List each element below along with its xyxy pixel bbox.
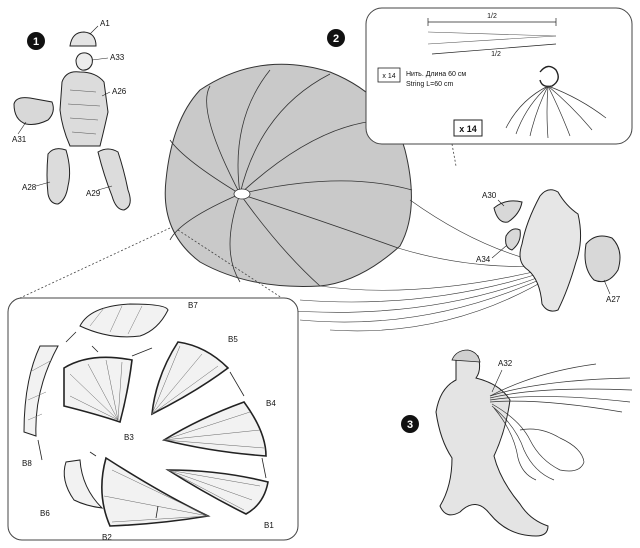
label-a27: A27 <box>606 295 621 304</box>
helmet-part-a1 <box>69 31 97 47</box>
qty-label-strings: x 14 <box>382 73 395 80</box>
step-2-group: 2 1/2 1/2 x 14 Нить. Длина 60 см String … <box>327 7 633 312</box>
leg-part-a29 <box>97 148 131 211</box>
half-label-bottom: 1/2 <box>491 51 501 58</box>
qty-box-strings <box>377 67 401 83</box>
head-part-a33 <box>75 52 93 71</box>
qty-label-bundle: x 14 <box>459 124 477 134</box>
part-a34 <box>505 228 521 251</box>
step-2-badge <box>327 29 345 47</box>
torso-part-a26 <box>59 71 109 147</box>
part-a30 <box>493 200 523 223</box>
label-b8: B8 <box>22 459 32 468</box>
thread-label-en: String L=60 cm <box>406 81 453 88</box>
label-b7: B7 <box>188 301 198 310</box>
thread-label-ru: Нить. Длина 60 см <box>406 71 466 78</box>
label-a29: A29 <box>86 189 101 198</box>
gores-detail: B7 B5 B4 B3 B8 B6 B1 B2 <box>7 227 299 542</box>
string-detail-box <box>365 7 633 145</box>
label-a34: A34 <box>476 255 491 264</box>
label-a28: A28 <box>22 183 37 192</box>
step-2-number: 2 <box>333 33 339 45</box>
label-b3: B3 <box>124 433 134 442</box>
step-3-group: 3 A32 <box>401 349 633 537</box>
label-a33: A33 <box>110 53 125 62</box>
step-3-badge <box>401 415 419 433</box>
label-a26: A26 <box>112 87 127 96</box>
label-a31: A31 <box>12 135 27 144</box>
half-label-top: 1/2 <box>487 13 497 20</box>
label-b1: B1 <box>264 521 274 530</box>
step-1-number: 1 <box>33 36 39 48</box>
label-a1: A1 <box>100 19 110 28</box>
step-1-group: 1 A1 A33 A26 A31 A28 A29 <box>12 19 131 211</box>
label-b5: B5 <box>228 335 238 344</box>
parachute-canopy <box>164 63 553 332</box>
figure-step-3 <box>435 353 549 537</box>
leg-part-a28 <box>46 148 71 205</box>
label-a32: A32 <box>498 359 513 368</box>
figure-step-2 <box>519 189 582 312</box>
arm-part-a31 <box>13 97 54 125</box>
step-1-badge <box>27 32 45 50</box>
label-b2: B2 <box>102 533 112 542</box>
label-a30: A30 <box>482 191 497 200</box>
part-a27 <box>584 235 621 283</box>
label-b4: B4 <box>266 399 276 408</box>
label-b6: B6 <box>40 509 50 518</box>
qty-box-bundle <box>453 119 483 137</box>
step-3-number: 3 <box>407 419 413 431</box>
